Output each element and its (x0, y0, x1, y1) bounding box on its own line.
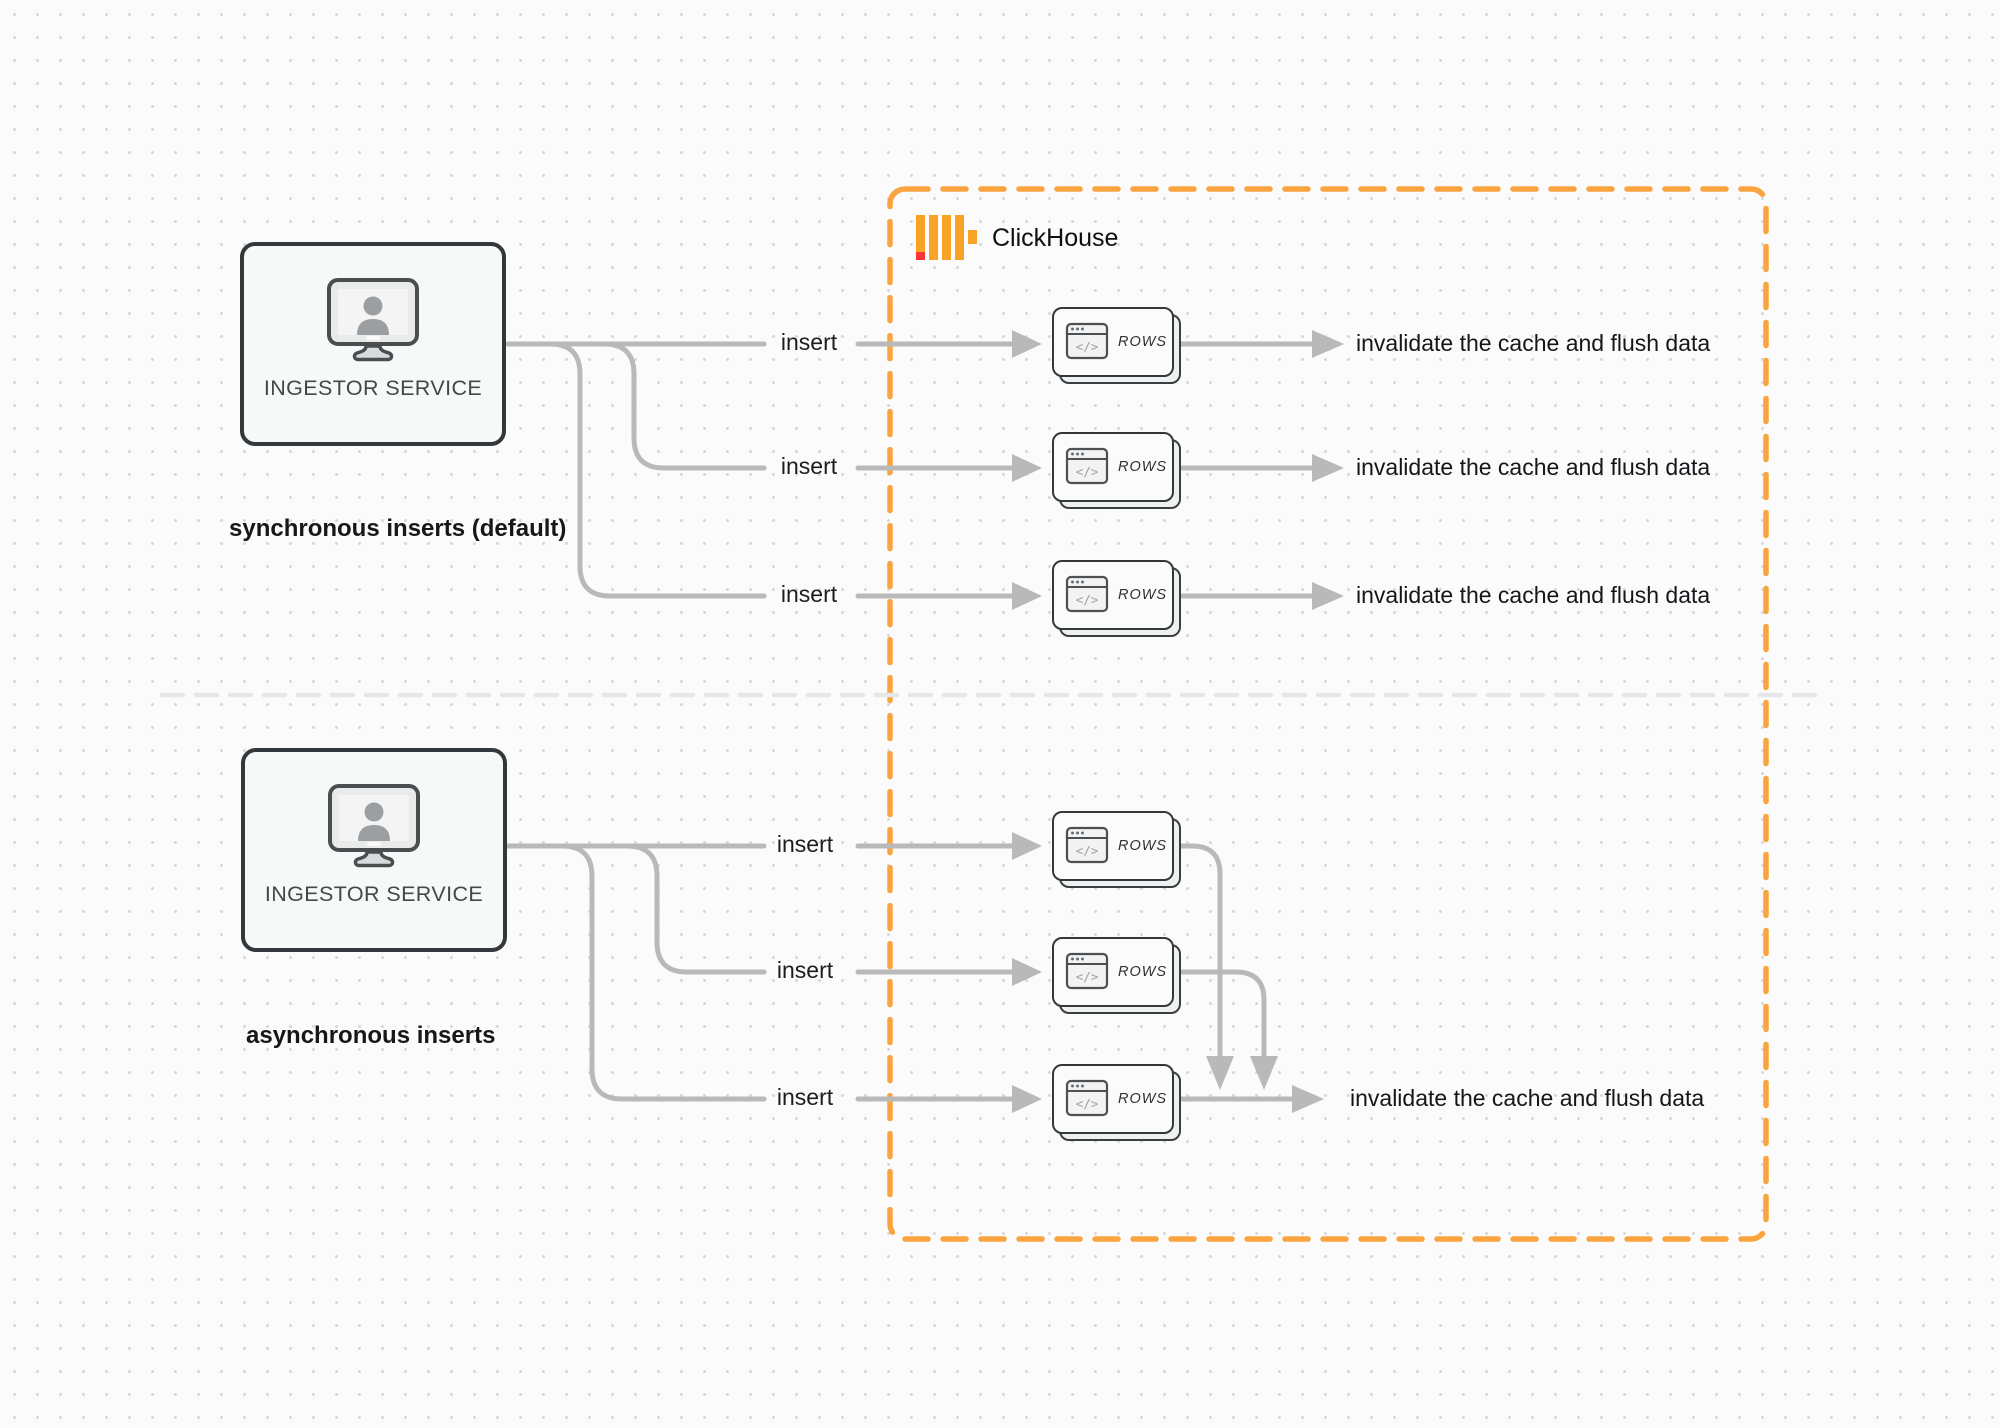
sync-caption: synchronous inserts (default) (229, 515, 567, 542)
rows-label: ROWS (1118, 964, 1168, 980)
rows-label: ROWS (1118, 334, 1168, 350)
async-arrowheads (1012, 832, 1324, 1113)
browser-window-icon: </> (1065, 575, 1109, 613)
clickhouse-boundary (887, 186, 1769, 1242)
rows-card: </> ROWS (1052, 307, 1182, 384)
rows-label: ROWS (1118, 587, 1168, 603)
browser-window-icon: </> (1065, 952, 1109, 990)
rows-card: </> ROWS (1052, 560, 1182, 637)
rows-card: </> ROWS (1052, 811, 1182, 888)
service-label: INGESTOR SERVICE (263, 376, 483, 400)
async-connectors (504, 843, 1295, 1102)
rows-label: ROWS (1118, 459, 1168, 475)
svg-text:</>: </> (1076, 592, 1099, 607)
rows-card: </> ROWS (1052, 1064, 1182, 1141)
sync-connectors (505, 341, 1315, 599)
rows-label: ROWS (1118, 1091, 1168, 1107)
service-label: INGESTOR SERVICE (264, 882, 484, 906)
browser-window-icon: </> (1065, 447, 1109, 485)
result-label: invalidate the cache and flush data (1356, 454, 1711, 480)
insert-label: insert (780, 453, 838, 479)
browser-window-icon: </> (1065, 826, 1109, 864)
svg-text:</>: </> (1076, 464, 1099, 479)
svg-text:</>: </> (1076, 843, 1099, 858)
clickhouse-title: ClickHouse (992, 223, 1119, 252)
browser-window-icon: </> (1065, 322, 1109, 360)
result-label: invalidate the cache and flush data (1350, 1085, 1705, 1111)
sync-arrowheads (1012, 330, 1344, 610)
insert-label: insert (776, 957, 834, 983)
result-label: invalidate the cache and flush data (1356, 330, 1711, 356)
sync-ingestor-service-box: INGESTOR SERVICE (240, 242, 506, 446)
monitor-user-icon (327, 278, 419, 362)
insert-label: insert (780, 329, 838, 355)
async-ingestor-service-box: INGESTOR SERVICE (241, 748, 507, 952)
result-label: invalidate the cache and flush data (1356, 582, 1711, 608)
rows-label: ROWS (1118, 838, 1168, 854)
svg-text:</>: </> (1076, 1096, 1099, 1111)
insert-label: insert (780, 581, 838, 607)
browser-window-icon: </> (1065, 1079, 1109, 1117)
svg-text:</>: </> (1076, 969, 1099, 984)
rows-card: </> ROWS (1052, 432, 1182, 509)
insert-label: insert (776, 1084, 834, 1110)
insert-label: insert (776, 831, 834, 857)
async-caption: asynchronous inserts (246, 1022, 496, 1049)
clickhouse-logo-icon (916, 215, 977, 260)
rows-card: </> ROWS (1052, 937, 1182, 1014)
svg-text:</>: </> (1076, 339, 1099, 354)
clickhouse-header: ClickHouse (916, 213, 1118, 263)
monitor-user-icon (328, 784, 420, 868)
